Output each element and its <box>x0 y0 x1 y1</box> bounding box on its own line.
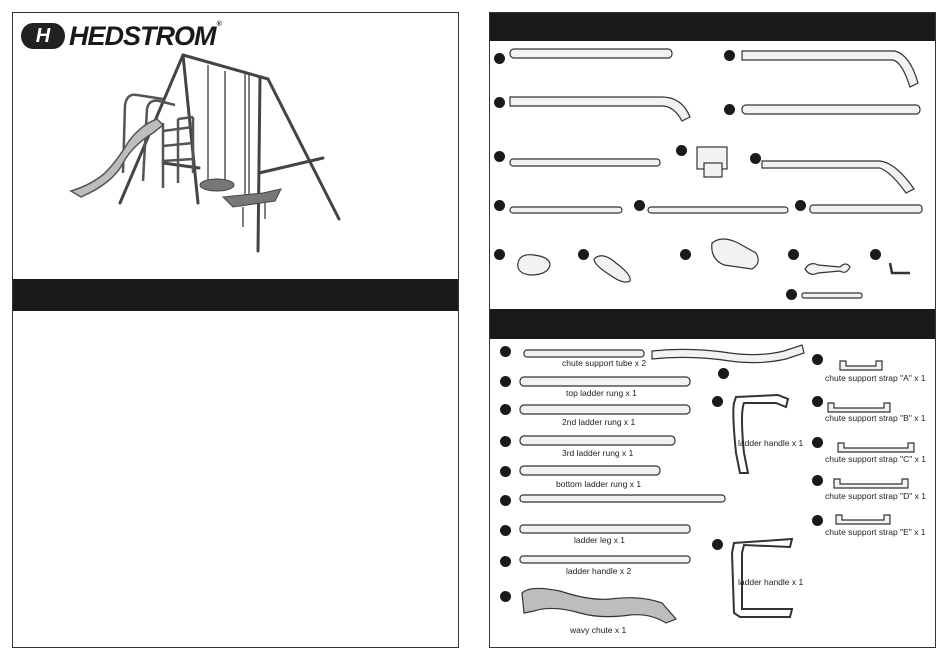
wrench <box>804 263 851 275</box>
hardware-header-bar <box>490 13 935 41</box>
glider-seat-part <box>711 238 759 270</box>
tube-5 <box>509 158 661 167</box>
part-dot <box>750 153 761 164</box>
strap-label: chute support strap "A" x 1 <box>825 373 926 383</box>
part-dot <box>724 104 735 115</box>
frame-lines <box>118 53 341 253</box>
part-dot <box>680 249 691 260</box>
part-dot <box>500 525 511 536</box>
part-dot <box>494 97 505 108</box>
bent-tube-3 <box>741 50 919 88</box>
bent-tube-2 <box>509 96 691 122</box>
bent-tube-6 <box>761 160 915 194</box>
top-ladder-rung <box>519 376 691 387</box>
parts-panel: chute support tube x 2 top ladder rung x… <box>489 12 936 648</box>
part-dot <box>812 437 823 448</box>
tube-8 <box>647 206 789 214</box>
swing-seat <box>199 178 235 192</box>
part-dot <box>500 376 511 387</box>
cover-panel: H HEDSTROM® <box>12 12 459 648</box>
logo-wordmark: HEDSTROM® <box>69 20 222 52</box>
ladder-handle-bent-lower <box>730 537 794 618</box>
part-dot <box>494 53 505 64</box>
part-dot <box>494 200 505 211</box>
strap-c <box>837 442 915 453</box>
tube-7 <box>509 206 623 214</box>
ladder-handle-straight <box>519 555 691 564</box>
wavy-chute <box>521 587 678 624</box>
part-dot <box>676 145 687 156</box>
swing-chains <box>207 65 250 198</box>
part-label: wavy chute x 1 <box>570 625 627 635</box>
slide-chute <box>69 118 165 198</box>
ladder-handle-bent-upper <box>732 393 790 474</box>
glider-seat <box>221 188 282 208</box>
part-dot <box>786 289 797 300</box>
logo-mark: H <box>21 23 65 49</box>
part-dot <box>634 200 645 211</box>
strap-label: chute support strap "D" x 1 <box>825 491 926 501</box>
handle-label: ladder handle x 1 <box>738 577 804 587</box>
part-dot <box>578 249 589 260</box>
swing-set-illustration <box>69 53 341 253</box>
ladder-lines <box>121 93 195 188</box>
tube-4 <box>741 104 921 115</box>
glider-footrest-part <box>593 255 631 283</box>
strap-a <box>839 360 883 371</box>
part-dot <box>812 475 823 486</box>
strap-e <box>835 514 891 525</box>
part-dot <box>712 396 723 407</box>
part-dot <box>812 515 823 526</box>
part-dot <box>500 346 511 357</box>
part-dot <box>494 249 505 260</box>
registered-mark: ® <box>216 20 222 28</box>
parts-illustrations <box>509 48 923 624</box>
part-dot <box>494 151 505 162</box>
second-ladder-rung <box>519 404 691 415</box>
hedstrom-logo: H HEDSTROM® <box>21 19 222 53</box>
part-dot <box>500 436 511 447</box>
glider-bars <box>242 201 266 227</box>
strap-label: chute support strap "E" x 1 <box>825 527 926 537</box>
part-label: top ladder rung x 1 <box>566 388 637 398</box>
part-dot <box>500 404 511 415</box>
part-dot <box>812 396 823 407</box>
section-header-bar <box>13 279 458 311</box>
part-dot <box>870 249 881 260</box>
chute-support-tube <box>523 349 645 358</box>
part-label: ladder leg x 1 <box>574 535 626 545</box>
short-rod <box>801 292 863 299</box>
part-label: bottom ladder rung x 1 <box>556 479 642 489</box>
part-dot <box>724 50 735 61</box>
part-label: ladder handle x 2 <box>566 566 632 576</box>
strap-label: chute support strap "B" x 1 <box>825 413 926 423</box>
part-dot <box>500 556 511 567</box>
part-label: 3rd ladder rung x 1 <box>562 448 634 458</box>
handle-label: ladder handle x 1 <box>738 438 804 448</box>
part-label: chute support tube x 2 <box>562 358 647 368</box>
brand-name: HEDSTROM <box>69 20 216 51</box>
part-label: 2nd ladder rung x 1 <box>562 417 636 427</box>
part-dot <box>500 495 511 506</box>
part-dot <box>795 200 806 211</box>
tube-1 <box>509 48 673 59</box>
parts-header-bar <box>490 309 935 339</box>
swing-seat-part <box>517 254 551 276</box>
tube-9 <box>809 204 923 214</box>
third-ladder-rung <box>519 435 676 446</box>
strap-b <box>827 402 891 413</box>
strap-label: chute support strap "C" x 1 <box>825 454 926 464</box>
part-dot <box>788 249 799 260</box>
part-dot <box>712 539 723 550</box>
part-dot <box>500 466 511 477</box>
part-dot <box>718 368 729 379</box>
long-bent-tube <box>651 344 805 364</box>
ladder-leg <box>519 524 691 534</box>
strap-d <box>833 478 909 489</box>
bottom-ladder-rung <box>519 465 661 476</box>
part-dot <box>812 354 823 365</box>
long-rung <box>519 494 726 503</box>
part-dot <box>500 591 511 602</box>
allen-key <box>888 262 910 275</box>
